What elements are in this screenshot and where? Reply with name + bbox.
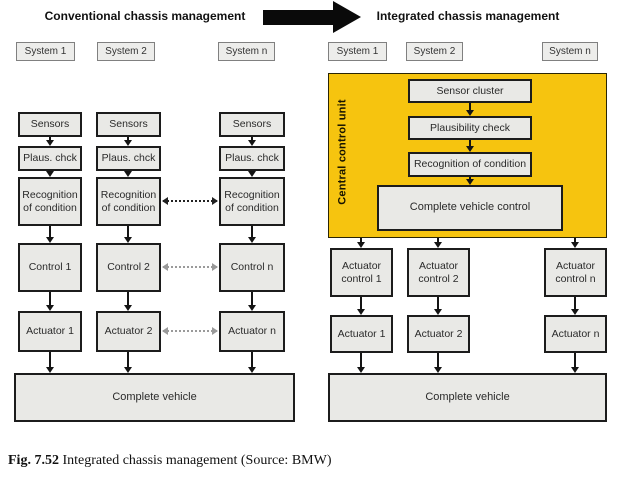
- integrated-complete-vehicle-box: Complete vehicle: [328, 373, 607, 422]
- sensors-box-n: Sensors: [219, 112, 285, 137]
- sensors-box-2: Sensors: [96, 112, 161, 137]
- down-arrow-icon: [434, 238, 442, 248]
- plaus-check-box-2: Plaus. chck: [96, 146, 161, 171]
- actuator-dotted-link-icon: [162, 327, 218, 335]
- conventional-system-n-box: System n: [218, 42, 275, 61]
- down-arrow-icon: [357, 297, 365, 315]
- recognition-dotted-link-icon: [162, 197, 218, 205]
- right-arrow-head: [333, 1, 361, 33]
- down-arrow-icon: [46, 352, 54, 373]
- control-box-1: Control 1: [18, 243, 82, 292]
- recognition-box-1: Recognition of condition: [18, 177, 82, 226]
- plaus-check-box-n: Plaus. chck: [219, 146, 285, 171]
- figure-caption: Fig. 7.52 Integrated chassis management …: [8, 453, 331, 469]
- integrated-actuator-box-2: Actuator 2: [407, 315, 470, 353]
- right-arrow-shaft: [263, 10, 333, 25]
- actuator-box-n: Actuator n: [219, 311, 285, 352]
- recognition-box-2: Recognition of condition: [96, 177, 161, 226]
- down-arrow-icon: [434, 353, 442, 373]
- actuator-control-box-2: Actuator control 2: [407, 248, 470, 297]
- down-arrow-icon: [434, 297, 442, 315]
- integrated-system-n-box: System n: [542, 42, 598, 61]
- down-arrow-icon: [571, 297, 579, 315]
- down-arrow-icon: [357, 353, 365, 373]
- down-arrow-icon: [124, 171, 132, 177]
- complete-vehicle-control-box: Complete vehicle control: [377, 185, 563, 231]
- right-arrow-icon: [263, 1, 361, 34]
- actuator-control-box-n: Actuator control n: [544, 248, 607, 297]
- integrated-title: Integrated chassis management: [376, 9, 560, 23]
- integrated-system-2-box: System 2: [406, 42, 463, 61]
- down-arrow-icon: [248, 137, 256, 146]
- down-arrow-icon: [248, 171, 256, 177]
- recognition-box-n: Recognition of condition: [219, 177, 285, 226]
- down-arrow-icon: [46, 226, 54, 243]
- down-arrow-icon: [124, 292, 132, 311]
- down-arrow-icon: [124, 226, 132, 243]
- figure-number: Fig. 7.52: [8, 453, 59, 468]
- integrated-system-1-box: System 1: [328, 42, 387, 61]
- conventional-system-1-box: System 1: [16, 42, 75, 61]
- plausibility-check-box: Plausibility check: [408, 116, 532, 140]
- down-arrow-icon: [248, 292, 256, 311]
- sensor-cluster-box: Sensor cluster: [408, 79, 532, 103]
- down-arrow-icon: [571, 353, 579, 373]
- down-arrow-icon: [357, 238, 365, 248]
- down-arrow-icon: [571, 238, 579, 248]
- actuator-control-box-1: Actuator control 1: [330, 248, 393, 297]
- down-arrow-icon: [124, 137, 132, 146]
- down-arrow-icon: [46, 292, 54, 311]
- figure-caption-text: Integrated chassis management (Source: B…: [58, 453, 332, 468]
- down-arrow-icon: [248, 226, 256, 243]
- integrated-actuator-box-1: Actuator 1: [330, 315, 393, 353]
- down-arrow-icon: [46, 171, 54, 177]
- conventional-system-2-box: System 2: [97, 42, 155, 61]
- actuator-box-2: Actuator 2: [96, 311, 161, 352]
- plaus-check-box-1: Plaus. chck: [18, 146, 82, 171]
- down-arrow-icon: [248, 352, 256, 373]
- conventional-title: Conventional chassis management: [44, 9, 246, 23]
- central-control-unit-label: Central control unit: [336, 99, 349, 205]
- integrated-actuator-box-n: Actuator n: [544, 315, 607, 353]
- down-arrow-icon: [466, 140, 474, 152]
- conventional-complete-vehicle-box: Complete vehicle: [14, 373, 295, 422]
- recognition-of-condition-box: Recognition of condition: [408, 152, 532, 177]
- down-arrow-icon: [466, 177, 474, 185]
- control-box-2: Control 2: [96, 243, 161, 292]
- actuator-box-1: Actuator 1: [18, 311, 82, 352]
- down-arrow-icon: [466, 103, 474, 116]
- down-arrow-icon: [46, 137, 54, 146]
- down-arrow-icon: [124, 352, 132, 373]
- control-box-n: Control n: [219, 243, 285, 292]
- control-dotted-link-icon: [162, 263, 218, 271]
- sensors-box-1: Sensors: [18, 112, 82, 137]
